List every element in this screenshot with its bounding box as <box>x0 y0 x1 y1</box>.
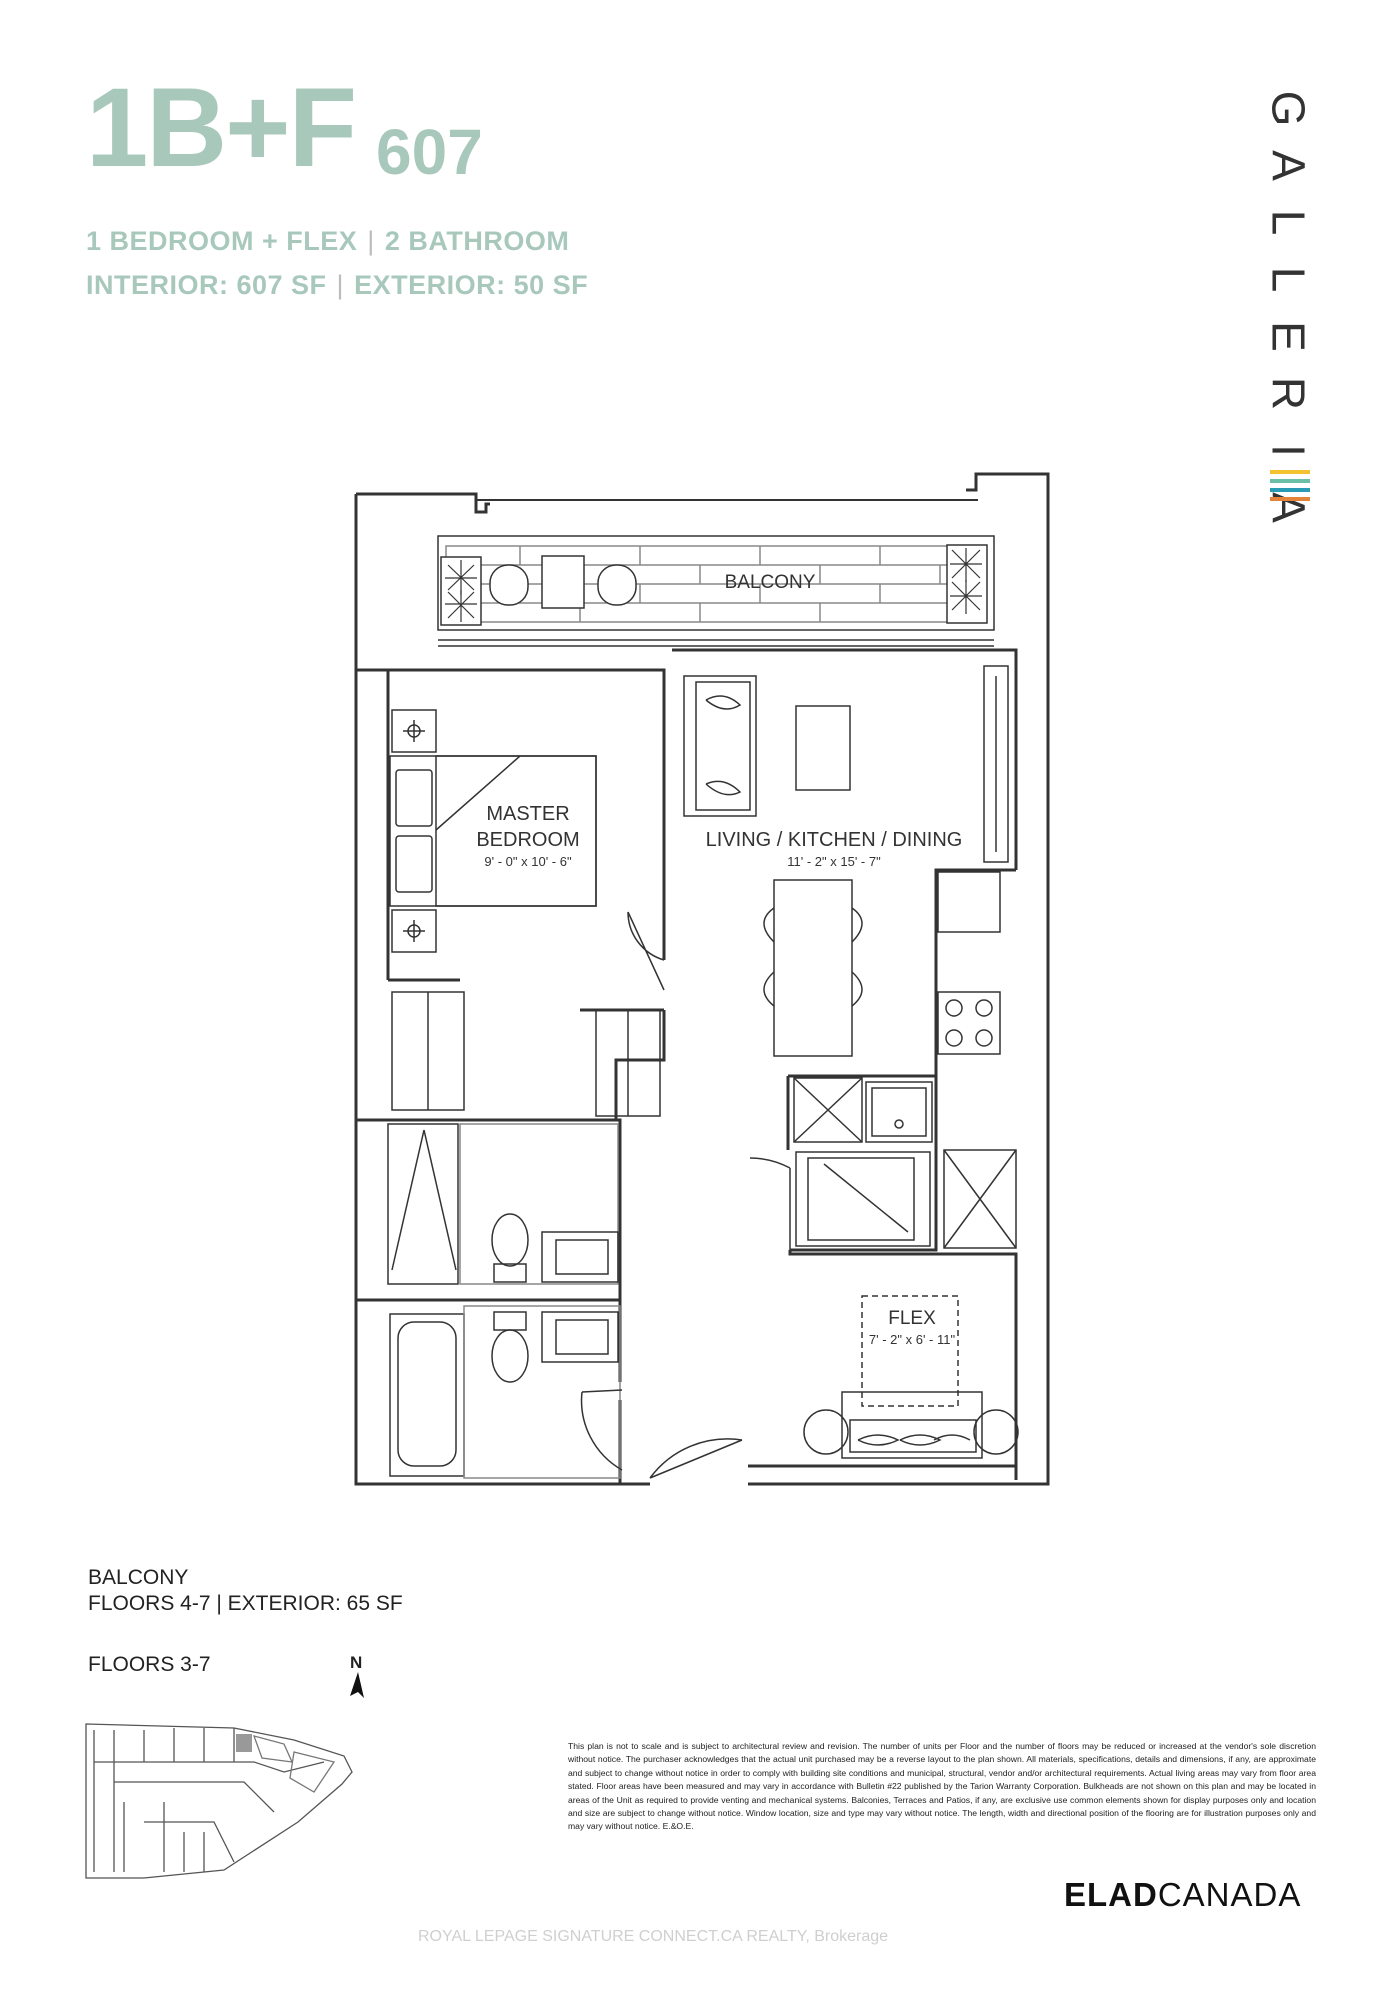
galleria-logo-letter: I <box>1262 444 1315 457</box>
key-plan <box>85 1723 353 1879</box>
legal-disclaimer: This plan is not to scale and is subject… <box>568 1741 1316 1832</box>
living-furniture <box>683 665 1009 1143</box>
window-wall <box>438 639 994 647</box>
separator: | <box>367 226 375 256</box>
north-arrow-icon <box>350 1672 364 1698</box>
exterior-walls <box>354 472 1050 1486</box>
balcony-note-title: BALCONY <box>88 1566 189 1589</box>
galleria-logo-letter: E <box>1262 321 1315 352</box>
master-bedroom-label-1: MASTER <box>486 803 569 825</box>
master-bedroom-dims: 9' - 0" x 10' - 6" <box>484 854 572 869</box>
ensuite-bathroom <box>387 1123 619 1285</box>
logo-stripe <box>1270 497 1310 501</box>
north-label: N <box>350 1653 363 1672</box>
flex-label: FLEX <box>888 1308 936 1329</box>
galleria-logo-letter: A <box>1262 150 1315 181</box>
main-bathroom <box>389 1305 623 1479</box>
galleria-logo-letter: G <box>1262 90 1315 127</box>
separator: | <box>336 270 345 300</box>
master-bedroom-label-2: BEDROOM <box>476 829 579 851</box>
logo-stripe <box>1270 479 1310 483</box>
elad-canada-logo: ELADCANADA <box>1064 1876 1301 1914</box>
balcony-label: BALCONY <box>725 572 816 593</box>
bedrooms-text: 1 BEDROOM + FLEX <box>86 226 358 256</box>
floor-plan: BALCONY <box>354 472 1050 1486</box>
logo-part-elad: ELAD <box>1064 1876 1158 1913</box>
logo-part-canada: CANADA <box>1157 1876 1302 1913</box>
unit-type-title: 1B+F <box>86 65 357 190</box>
galleria-logo-letter: L <box>1262 209 1315 236</box>
floors-label: FLOORS 3-7 <box>88 1653 211 1676</box>
logo-stripe <box>1270 470 1310 474</box>
interior-area-text: INTERIOR: 607 SF <box>86 270 327 300</box>
galleria-logo-letter: R <box>1262 376 1315 411</box>
brokerage-watermark: ROYAL LEPAGE SIGNATURE CONNECT.CA REALTY… <box>418 1928 889 1945</box>
unit-number: 607 <box>376 116 483 188</box>
bedroom-furniture <box>389 709 665 1117</box>
logo-stripe <box>1270 488 1310 492</box>
flex-furniture <box>803 1295 1019 1459</box>
balcony-area <box>437 535 995 631</box>
exterior-area-text: EXTERIOR: 50 SF <box>354 270 589 300</box>
unit-area-line: INTERIOR: 607 SF | EXTERIOR: 50 SF <box>86 270 588 301</box>
living-kitchen-dining-dims: 11' - 2" x 15' - 7" <box>787 854 881 869</box>
interior-walls <box>356 648 1018 1484</box>
entry-door <box>649 1438 743 1479</box>
bathrooms-text: 2 BATHROOM <box>384 226 570 256</box>
galleria-logo-letter: L <box>1262 266 1315 293</box>
flex-dims: 7' - 2" x 6' - 11" <box>869 1332 956 1347</box>
unit-rooms-line: 1 BEDROOM + FLEX | 2 BATHROOM <box>86 226 569 257</box>
balcony-note-floors: FLOORS 4-7 | EXTERIOR: 65 SF <box>88 1592 403 1615</box>
galleria-logo-stripes <box>1270 470 1310 504</box>
laundry-closet <box>749 1149 1017 1250</box>
living-kitchen-dining-label: LIVING / KITCHEN / DINING <box>706 829 963 851</box>
